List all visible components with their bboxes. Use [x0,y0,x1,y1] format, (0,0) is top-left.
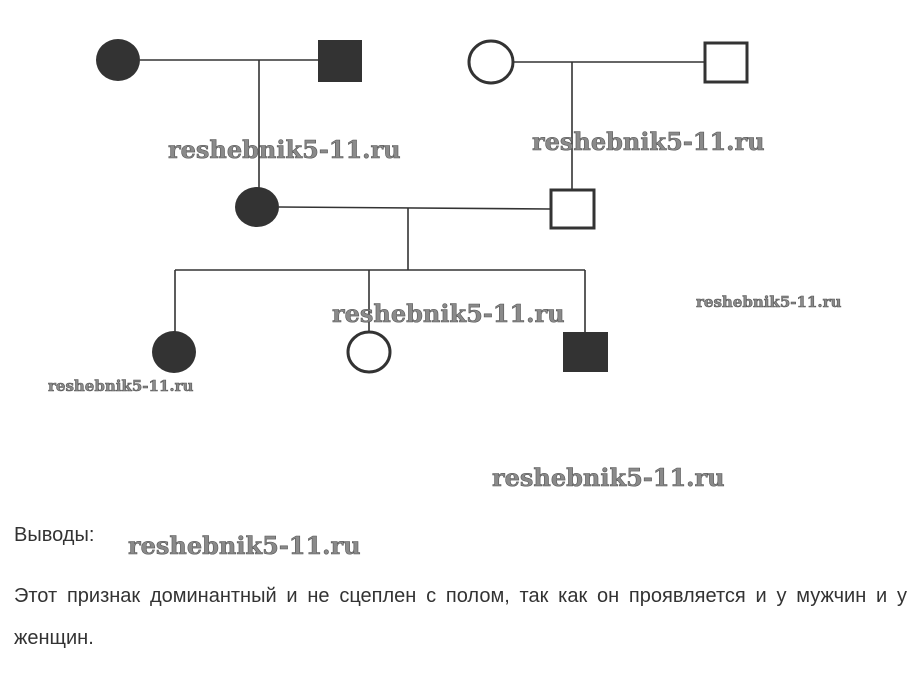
watermark: reshebnik5-11.ru [492,463,725,492]
watermark: reshebnik5-11.ru [168,135,401,164]
conclusion-text: Этот признак доминантный и не сцеплен с … [14,585,907,649]
marriage-line-gen2 [278,206,551,210]
watermark: reshebnik5-11.ru [332,299,565,328]
pedigree-lines [140,59,704,332]
unaffected-female-gen1 [467,39,515,85]
unaffected-female-gen3 [346,330,392,374]
watermark: reshebnik5-11.ru [532,127,765,156]
affected-male-gen1 [318,40,362,82]
watermark: reshebnik5-11.ru [128,531,361,560]
affected-female-gen2 [235,187,279,227]
unaffected-male-gen2 [549,188,596,230]
unaffected-male-gen1 [703,41,749,84]
watermark: reshebnik5-11.ru [48,377,193,395]
conclusion-heading: Выводы: [14,524,95,546]
affected-male-gen3 [563,332,608,372]
watermark: reshebnik5-11.ru [696,293,841,311]
affected-female-gen1 [96,39,140,81]
affected-female-gen3 [152,331,196,373]
